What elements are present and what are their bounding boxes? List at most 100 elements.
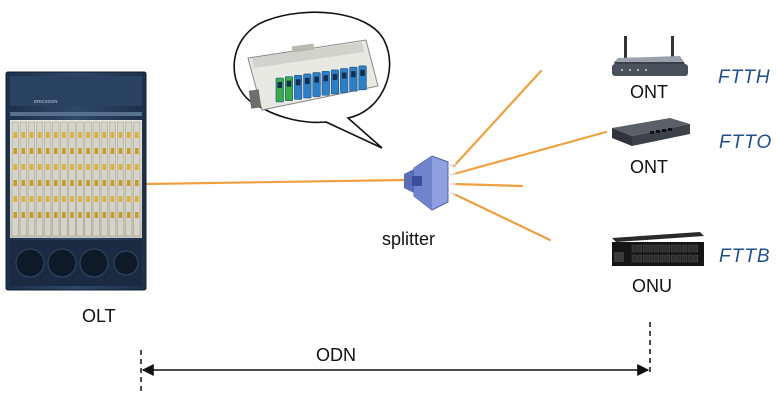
onu-port bbox=[671, 244, 676, 253]
sc-adapter bbox=[340, 68, 349, 93]
olt-port bbox=[126, 196, 131, 202]
olt-port bbox=[54, 164, 58, 170]
olt-port bbox=[94, 212, 98, 218]
onu-fttb-label: ONU bbox=[632, 276, 672, 296]
onu-port bbox=[659, 254, 665, 263]
olt-port bbox=[102, 132, 107, 138]
olt-port bbox=[110, 212, 115, 218]
olt-port bbox=[62, 180, 66, 186]
onu-port bbox=[631, 254, 637, 263]
olt-port bbox=[110, 196, 115, 202]
sc-adapter bbox=[303, 73, 312, 99]
olt-port bbox=[86, 132, 90, 138]
sc-adapter-port bbox=[277, 82, 282, 88]
olt-line-cards bbox=[11, 121, 141, 237]
olt-port bbox=[21, 148, 26, 154]
olt-port bbox=[54, 180, 58, 186]
sc-adapter bbox=[284, 76, 294, 101]
splitter-label: splitter bbox=[382, 229, 436, 249]
olt-line-card bbox=[133, 121, 141, 237]
olt-port bbox=[21, 196, 26, 202]
olt-port bbox=[54, 196, 58, 202]
olt-port bbox=[54, 212, 58, 218]
olt-port bbox=[102, 196, 107, 202]
olt-port bbox=[45, 196, 50, 202]
olt-port bbox=[126, 164, 131, 170]
olt-line-card bbox=[92, 121, 100, 237]
sc-adapter-port bbox=[295, 79, 301, 86]
olt-port bbox=[37, 132, 42, 138]
sc-adapter bbox=[321, 70, 330, 96]
olt-port bbox=[45, 132, 50, 138]
olt-port bbox=[135, 212, 139, 218]
sc-adapter-port bbox=[314, 76, 319, 83]
olt-port bbox=[54, 148, 58, 154]
sc-adapter bbox=[349, 66, 358, 92]
olt-port bbox=[135, 148, 139, 154]
olt-port bbox=[118, 132, 123, 138]
olt-line-card bbox=[36, 121, 44, 237]
olt-port bbox=[94, 148, 98, 154]
olt-port bbox=[78, 164, 82, 170]
odn-label: ODN bbox=[316, 345, 356, 365]
olt-port bbox=[78, 212, 82, 218]
fiber-to-fttb bbox=[452, 192, 552, 242]
olt-line-card bbox=[44, 121, 52, 237]
olt-port bbox=[70, 180, 74, 186]
olt-port bbox=[102, 180, 107, 186]
olt-line-card bbox=[100, 121, 108, 237]
onu-port-array bbox=[631, 244, 698, 263]
onu-port bbox=[654, 254, 659, 263]
olt-port bbox=[118, 164, 123, 170]
olt-port bbox=[62, 212, 66, 218]
olt-port bbox=[135, 132, 139, 138]
olt-line-card bbox=[125, 121, 133, 237]
onu-port bbox=[682, 244, 687, 253]
olt-port bbox=[102, 164, 107, 170]
olt-port bbox=[126, 180, 131, 186]
olt-line-card bbox=[108, 121, 116, 237]
ftth-service-label: FTTH bbox=[718, 67, 771, 88]
fiber-links bbox=[144, 69, 608, 242]
olt-port bbox=[86, 164, 90, 170]
olt-port bbox=[13, 164, 17, 170]
olt-port bbox=[70, 164, 74, 170]
sc-adapter-port bbox=[351, 71, 356, 78]
olt-port bbox=[110, 132, 115, 138]
sc-adapter bbox=[275, 77, 284, 103]
onu-port bbox=[665, 244, 670, 253]
olt-line-card bbox=[84, 121, 92, 237]
olt-port bbox=[110, 164, 115, 170]
olt-line-card bbox=[117, 121, 125, 237]
olt-port bbox=[118, 180, 123, 186]
olt-port bbox=[37, 180, 42, 186]
olt-port bbox=[70, 196, 74, 202]
sc-adapter bbox=[294, 75, 303, 100]
onu-port bbox=[687, 254, 693, 263]
olt-port bbox=[94, 132, 98, 138]
olt-port bbox=[78, 132, 82, 138]
ont-switch-icon bbox=[612, 118, 690, 146]
onu-port bbox=[687, 244, 693, 253]
onu-port bbox=[659, 244, 665, 253]
onu-port bbox=[637, 244, 642, 253]
olt-port bbox=[94, 164, 98, 170]
olt-port bbox=[13, 180, 17, 186]
olt-label: OLT bbox=[82, 306, 116, 326]
onu-port bbox=[648, 244, 654, 253]
fiber-spare bbox=[452, 182, 524, 188]
onu-port bbox=[637, 254, 642, 263]
olt-port bbox=[37, 212, 42, 218]
olt-port bbox=[21, 180, 26, 186]
olt-port bbox=[37, 164, 42, 170]
olt-port bbox=[13, 196, 17, 202]
olt-port bbox=[86, 148, 90, 154]
olt-port bbox=[126, 132, 131, 138]
onu-port bbox=[654, 244, 659, 253]
ftto-service-label: FTTO bbox=[719, 132, 773, 153]
olt-port bbox=[110, 180, 115, 186]
onu-port bbox=[665, 254, 670, 263]
olt-port bbox=[62, 196, 66, 202]
splitter-callout bbox=[233, 11, 391, 149]
olt-line-card bbox=[60, 121, 68, 237]
